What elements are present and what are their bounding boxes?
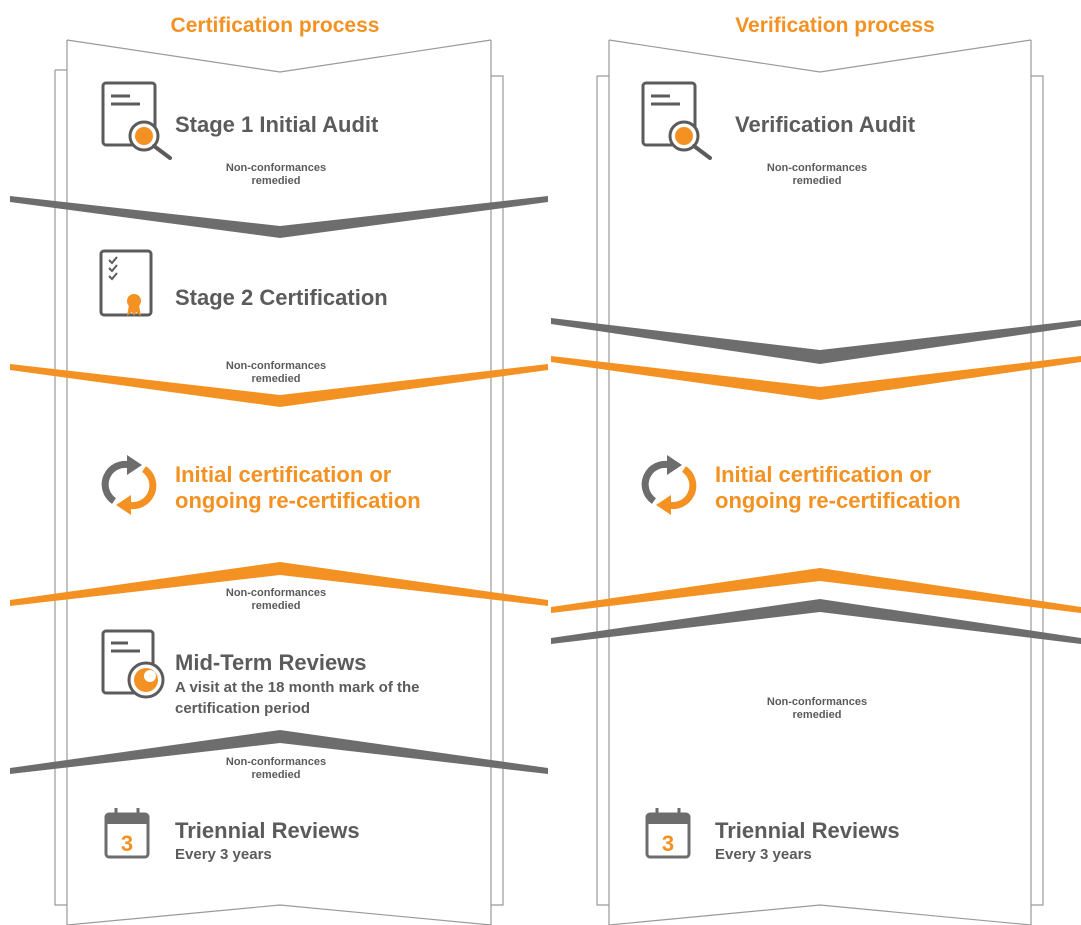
triennial-subtitle: Every 3 years (175, 846, 272, 863)
chevron-down-orange (551, 356, 1081, 400)
triennial-title: Triennial Reviews (715, 818, 900, 843)
chevron-up-grey (10, 730, 548, 774)
calendar-icon: 3 (645, 808, 691, 859)
calendar-number: 3 (662, 831, 674, 856)
chevron-down-grey (10, 196, 548, 238)
chevron-down-orange (10, 364, 548, 407)
stage2-title: Stage 2 Certification (175, 285, 388, 310)
triennial-subtitle: Every 3 years (715, 846, 812, 863)
chevron-up-grey (551, 599, 1081, 644)
document-search-icon (101, 81, 172, 160)
chevron-up-orange (10, 562, 548, 606)
calendar-number: 3 (121, 831, 133, 856)
calendar-icon: 3 (104, 808, 150, 859)
stage1-title: Stage 1 Initial Audit (175, 112, 379, 137)
verification-process-title: Verification process (735, 14, 935, 37)
refresh-cycle-icon (101, 455, 157, 515)
certificate-icon (99, 249, 153, 317)
document-search-icon (641, 81, 712, 160)
refresh-cycle-icon (641, 455, 697, 515)
triennial-title: Triennial Reviews (175, 818, 360, 843)
midterm-title: Mid-Term Reviews (175, 650, 367, 675)
certification-process-title: Certification process (170, 14, 380, 37)
verification-audit-title: Verification Audit (735, 112, 916, 137)
review-document-icon (101, 629, 165, 699)
chevron-up-orange (551, 568, 1081, 613)
chevron-down-grey (551, 318, 1081, 364)
